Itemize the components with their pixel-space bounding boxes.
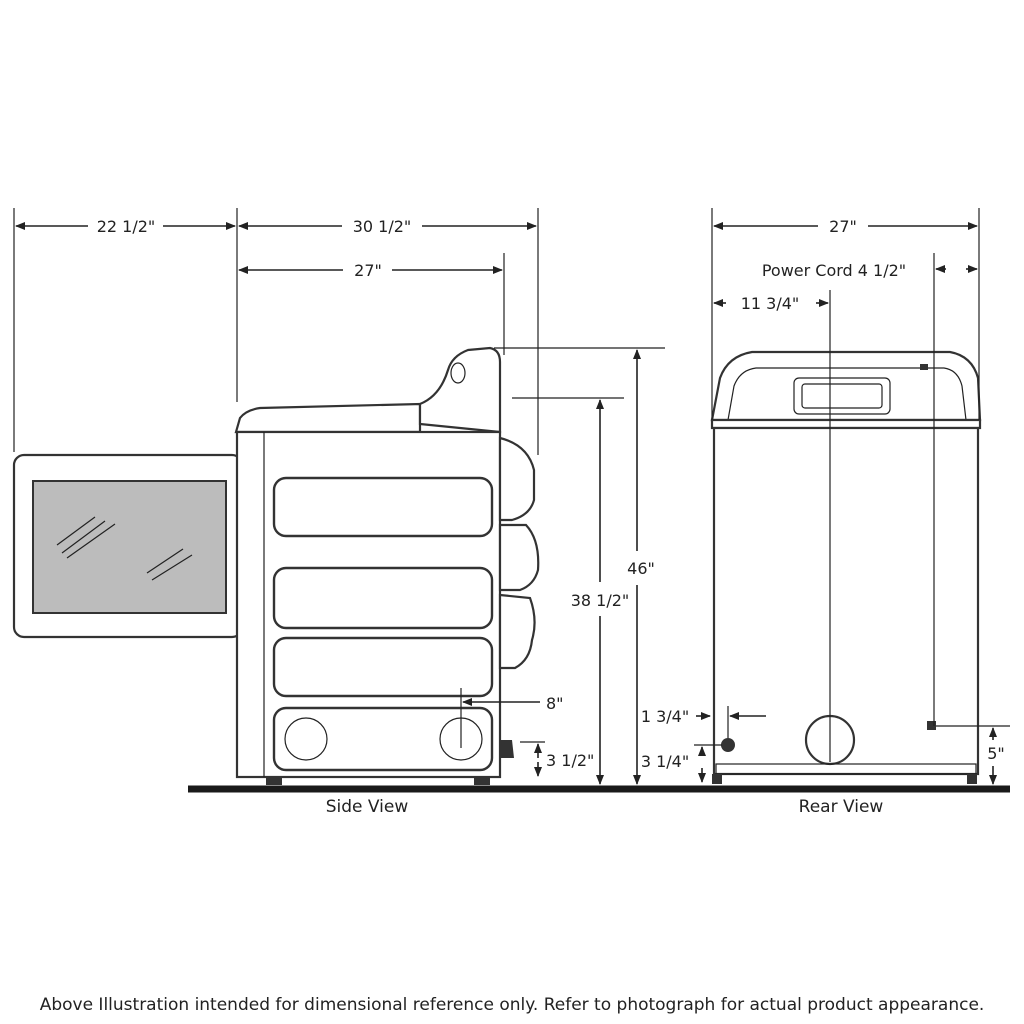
- rear-view-drawing: [710, 350, 982, 784]
- side-panel-2: [272, 566, 494, 630]
- dim-gas-offset: 1 3/4": [641, 707, 689, 726]
- rear-foot-right: [967, 774, 977, 784]
- glass-glare: [56, 516, 193, 581]
- side-panel-4: [272, 706, 494, 772]
- lid: [234, 402, 422, 434]
- rear-foot-left: [712, 774, 722, 784]
- rear-console: [710, 350, 982, 422]
- back-outlet: [500, 740, 514, 758]
- side-view-dimensions: 22 1/2" 30 1/2" 27" 46" 38 1/2" 8" 3 1/2…: [13, 208, 665, 785]
- control-console: [418, 346, 502, 434]
- side-foot-rear: [474, 777, 490, 785]
- back-protrusion-low: [498, 593, 536, 670]
- back-protrusion-mid: [498, 523, 540, 592]
- rear-console-panel: [793, 377, 891, 415]
- dim-cord-height: 5": [987, 744, 1005, 763]
- dim-rear-width: 27": [829, 217, 857, 236]
- rear-console-inner: [727, 367, 967, 421]
- rear-view-caption: Rear View: [799, 797, 884, 817]
- dim-door-depth: 22 1/2": [97, 217, 156, 236]
- dim-vent-offset: 11 3/4": [741, 294, 800, 313]
- dim-power-cord: Power Cord 4 1/2": [762, 261, 906, 280]
- door-window: [32, 480, 227, 614]
- side-view-drawing: [12, 346, 540, 785]
- rear-cabinet-top-trim: [710, 418, 982, 430]
- dim-vent-height: 3 1/2": [546, 751, 594, 770]
- console-knob: [450, 362, 466, 384]
- dim-gas-height: 3 1/4": [641, 752, 689, 771]
- disclaimer-note: Above Illustration intended for dimensio…: [39, 995, 985, 1015]
- side-vent-left: [284, 717, 328, 761]
- dim-cabinet-height: 38 1/2": [571, 591, 630, 610]
- dim-cabinet-depth: 27": [354, 261, 382, 280]
- gas-inlet: [721, 738, 735, 752]
- side-view-caption: Side View: [326, 797, 409, 817]
- dim-outlet-height: 8": [546, 694, 564, 713]
- side-foot-front: [266, 777, 282, 785]
- dim-total-height: 46": [627, 559, 655, 578]
- dim-total-depth: 30 1/2": [353, 217, 412, 236]
- side-panel-1: [272, 476, 494, 538]
- side-panel-3: [272, 636, 494, 698]
- rear-view-dimensions: 27" Power Cord 4 1/2" 11 3/4" 1 3/4" 3 1…: [641, 208, 1010, 785]
- rear-base: [715, 763, 977, 775]
- power-cord-box: [927, 721, 936, 730]
- back-protrusion-top: [498, 436, 536, 522]
